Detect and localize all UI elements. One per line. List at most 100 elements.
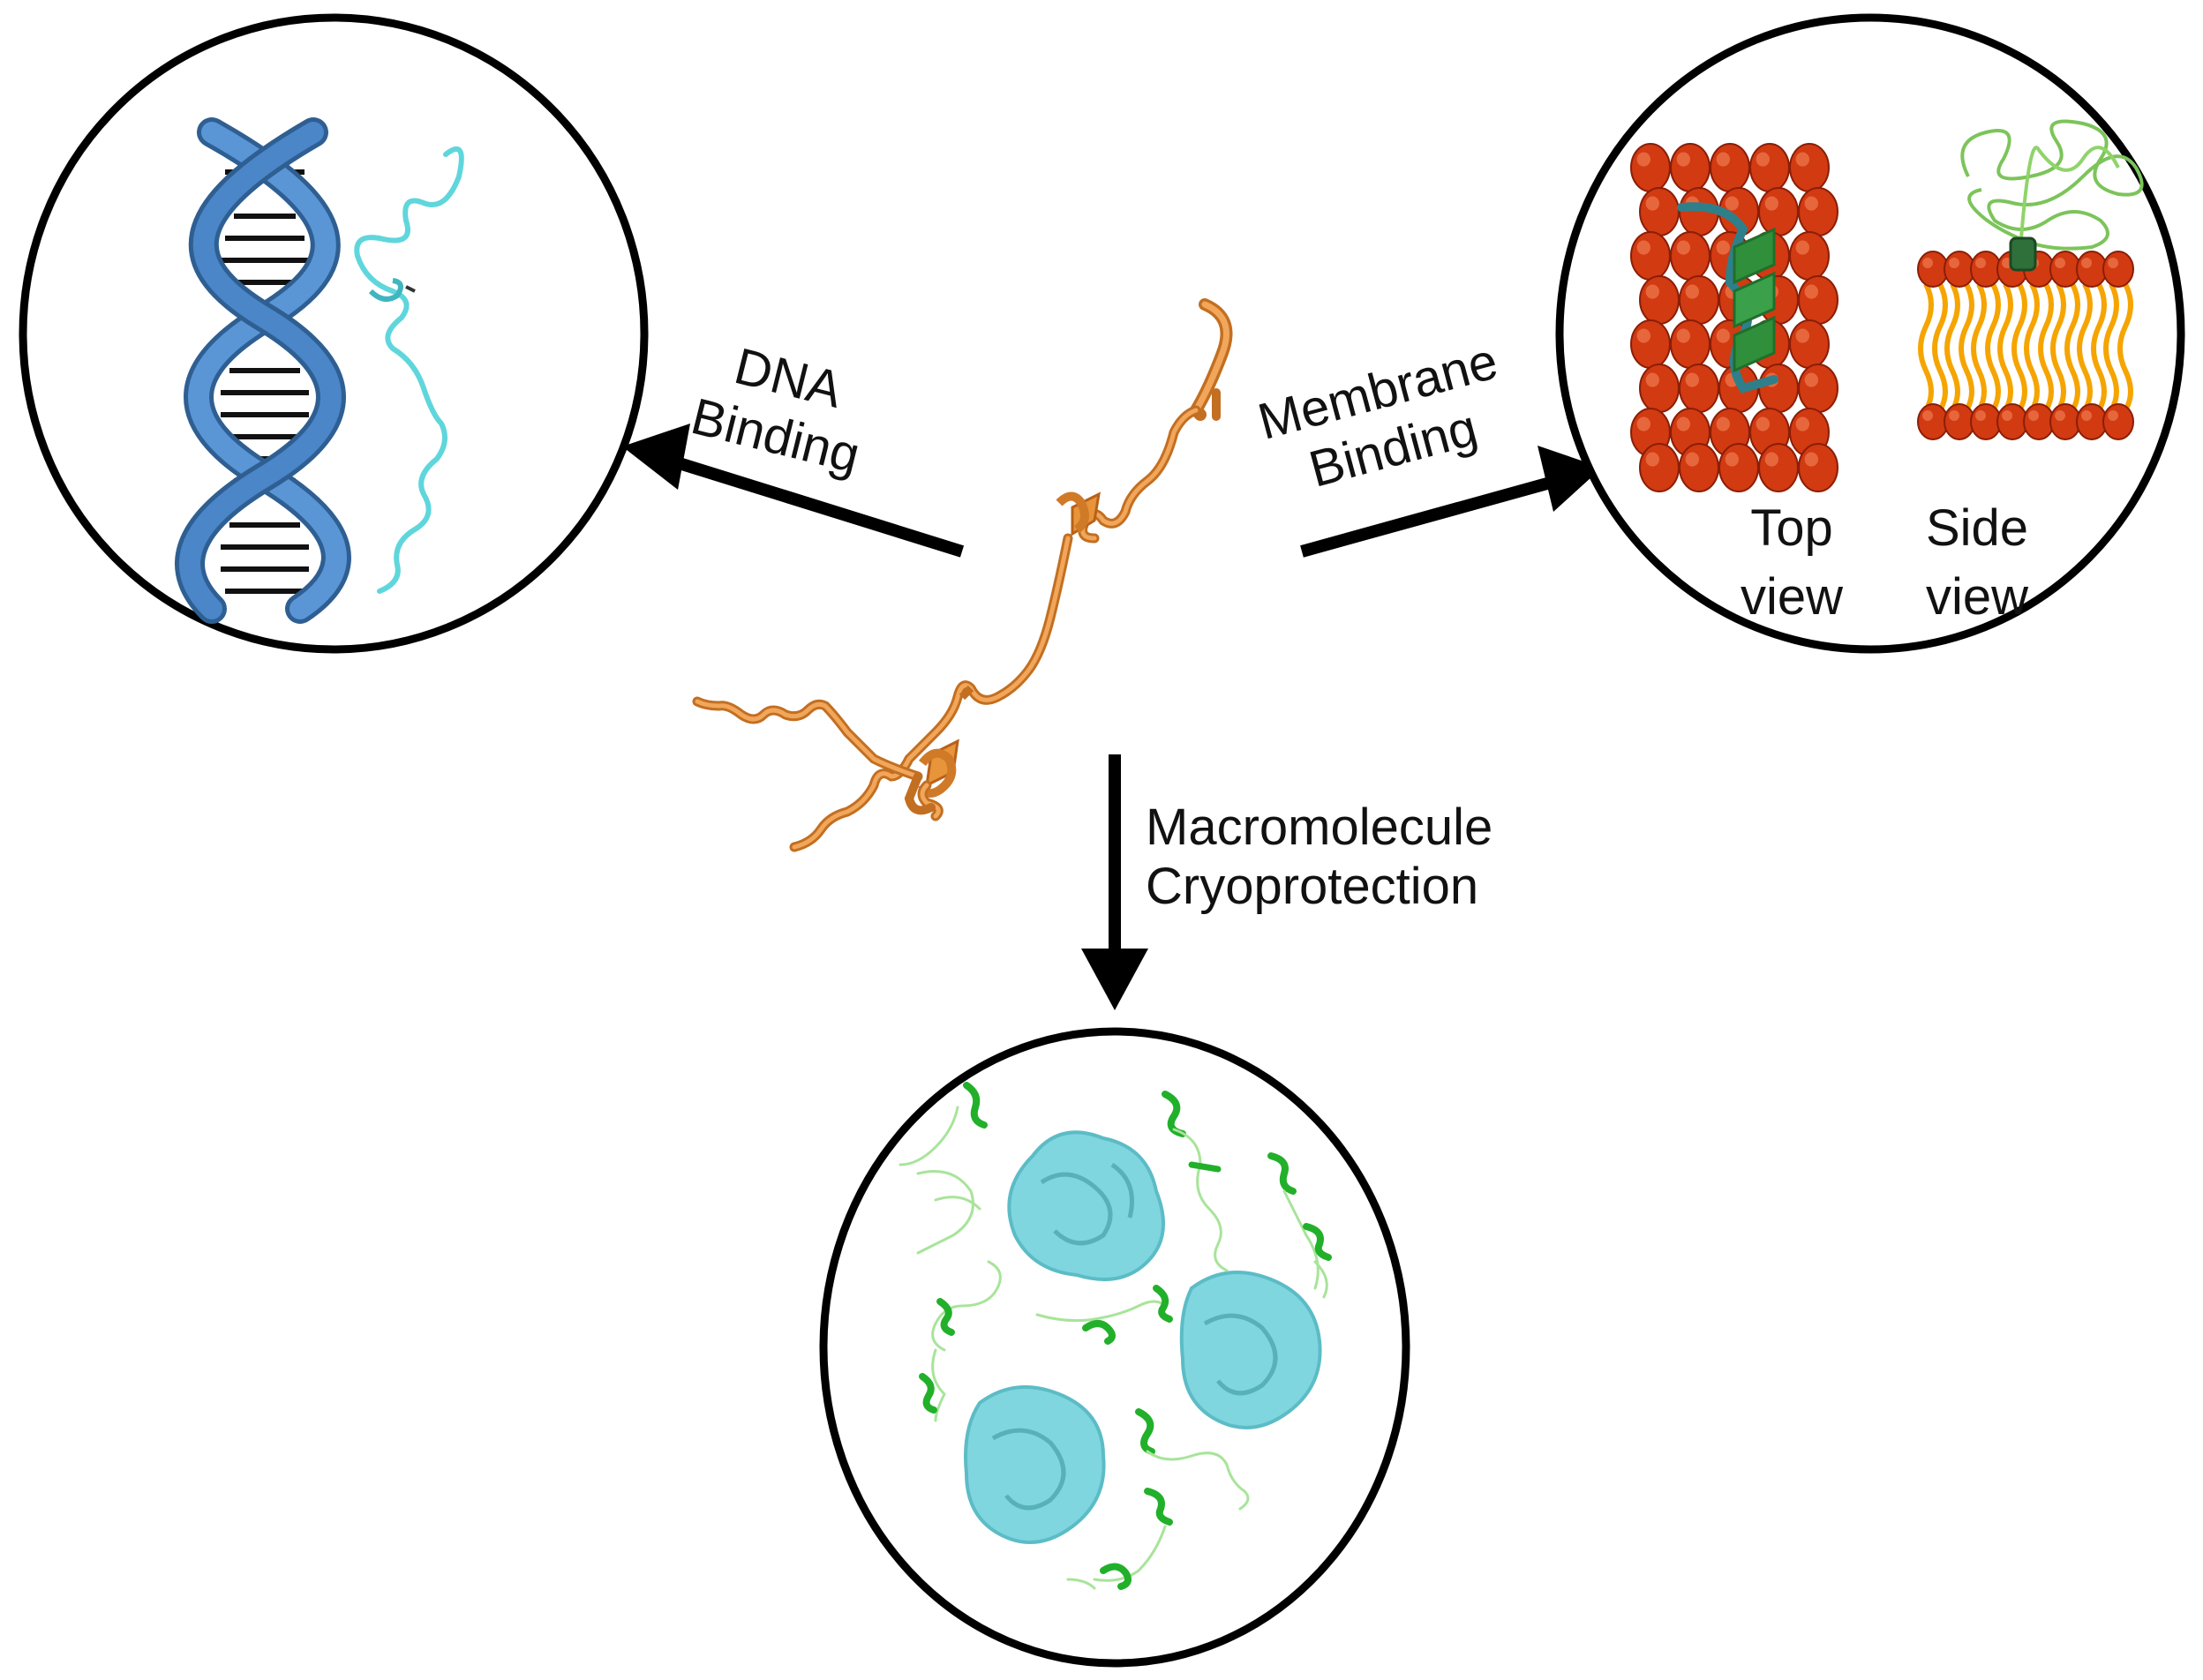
lipid-head-side-upper-highlight — [2055, 258, 2065, 268]
dna-idp-coil — [354, 146, 464, 594]
lipid-head-top — [1758, 443, 1799, 492]
lipid-head-top-highlight — [1725, 196, 1740, 211]
lipid-head-top-highlight — [1764, 196, 1779, 211]
lipid-tail — [2038, 282, 2054, 412]
lipid-head-top-highlight — [1804, 196, 1818, 211]
lipid-head-top — [1670, 231, 1711, 281]
lipid-head-top-highlight — [1716, 328, 1731, 343]
lipid-head-top — [1679, 364, 1719, 413]
lipid-head-side-lower — [1970, 403, 2002, 440]
lipid-head-top-highlight — [1716, 240, 1731, 255]
lipid-tail — [2064, 282, 2080, 412]
lipid-head-top-highlight — [1685, 372, 1700, 387]
lipid-tail — [2091, 282, 2107, 412]
dna-base-pairs — [221, 147, 309, 594]
side-view-label: Side view — [1902, 494, 2052, 633]
lipid-head-side-upper-highlight — [2081, 258, 2092, 268]
lipid-head-top-highlight — [1804, 284, 1818, 299]
lipid-head-top-highlight — [1676, 328, 1691, 343]
lipid-head-top-highlight — [1795, 328, 1809, 343]
lipid-head-top-highlight — [1645, 284, 1660, 299]
lipid-head-top-highlight — [1685, 284, 1700, 299]
membrane-idp-coil — [1960, 119, 2144, 251]
protein-surface-2 — [1179, 1271, 1322, 1429]
lipid-head-top-highlight — [1804, 452, 1818, 467]
lipid-head-side-upper — [2102, 251, 2134, 288]
lipid-head-top — [1789, 319, 1830, 369]
lipid-head-side-upper-highlight — [2108, 258, 2118, 268]
lipid-head-top-highlight — [1645, 372, 1660, 387]
lipid-head-top — [1758, 187, 1799, 236]
lipid-head-side-lower-highlight — [1949, 410, 1959, 421]
lipid-tail — [1997, 282, 2013, 412]
lipid-head-top-highlight — [1795, 416, 1809, 431]
lipid-head-side-upper-highlight — [1975, 258, 1986, 268]
dna-double-helix — [175, 117, 351, 624]
lipid-tail — [2050, 282, 2066, 412]
lipid-tail — [1932, 282, 1948, 412]
lipid-head-side-lower-highlight — [1975, 410, 1986, 421]
lipid-tail — [2117, 282, 2133, 412]
cryoprotection-label-line-1: Macromolecule — [1146, 799, 1493, 856]
lipid-head-top-highlight — [1795, 240, 1809, 255]
lipid-head-side-lower-highlight — [2055, 410, 2065, 421]
lipid-head-top-highlight — [1676, 240, 1691, 255]
side-view-label-line-1: Side — [1925, 499, 2029, 557]
lipid-tail — [1971, 282, 1987, 412]
lipid-head-top — [1679, 275, 1719, 325]
lipid-head-top-highlight — [1716, 416, 1731, 431]
cryoprotection-label: Macromolecule Cryoprotection — [1146, 799, 1492, 916]
lipid-head-top-highlight — [1636, 328, 1651, 343]
lipid-tail — [1959, 282, 1974, 412]
lipid-head-side-lower — [2076, 403, 2108, 440]
lipid-head-side-lower — [2023, 403, 2055, 440]
lipid-head-top-highlight — [1716, 152, 1731, 167]
arrow-cryoprotection — [1081, 754, 1148, 1010]
arrow-dna-binding — [622, 424, 965, 558]
lipid-head-top-highlight — [1645, 452, 1660, 467]
protein-surface-3 — [964, 1385, 1106, 1544]
lipid-head-side-upper — [1917, 251, 1949, 288]
lipid-head-top — [1639, 187, 1680, 236]
top-view-label: Top view — [1717, 494, 1867, 633]
lipid-head-top — [1718, 443, 1759, 492]
lipid-head-side-upper — [2049, 251, 2081, 288]
lipid-head-side-upper-highlight — [1949, 258, 1959, 268]
lipid-head-side-lower-highlight — [2002, 410, 2012, 421]
side-view-label-line-2: view — [1925, 568, 2029, 626]
top-view-label-line-1: Top — [1750, 499, 1833, 557]
lipid-head-top-highlight — [1756, 416, 1771, 431]
top-view-helix — [1677, 202, 1778, 394]
lipid-head-top — [1710, 143, 1750, 192]
lipid-head-side-lower — [1996, 403, 2028, 440]
lipid-head-top — [1789, 143, 1830, 192]
lipid-head-side-lower — [1944, 403, 1975, 440]
lipid-head-top — [1798, 275, 1838, 325]
lipid-head-top-highlight — [1725, 452, 1740, 467]
lipid-head-side-upper — [1970, 251, 2002, 288]
lipid-head-side-lower — [2102, 403, 2134, 440]
lipid-head-top — [1630, 319, 1671, 369]
lipid-head-top — [1670, 319, 1711, 369]
cryoprotectant-idps — [898, 1082, 1332, 1590]
lipid-head-top — [1630, 143, 1671, 192]
lipid-tail — [1944, 282, 1960, 412]
lipid-tail — [1985, 282, 2001, 412]
protein-surface-1 — [1007, 1130, 1165, 1281]
lipid-head-top-highlight — [1636, 416, 1651, 431]
lipid-head-top-highlight — [1645, 196, 1660, 211]
lipid-head-top — [1798, 443, 1838, 492]
lipid-tail — [1918, 282, 1934, 412]
membrane-side-view — [1917, 251, 2134, 440]
lipid-head-top-highlight — [1636, 240, 1651, 255]
lipid-head-top — [1758, 364, 1799, 413]
lipid-head-top-highlight — [1804, 372, 1818, 387]
central-idp-structure — [692, 298, 1233, 852]
lipid-head-top — [1639, 275, 1680, 325]
lipid-head-top-highlight — [1685, 452, 1700, 467]
lipid-head-top — [1639, 364, 1680, 413]
lipid-head-top-highlight — [1756, 152, 1771, 167]
lipid-head-side-lower-highlight — [1922, 410, 1933, 421]
lipid-head-side-upper-highlight — [1922, 258, 1933, 268]
